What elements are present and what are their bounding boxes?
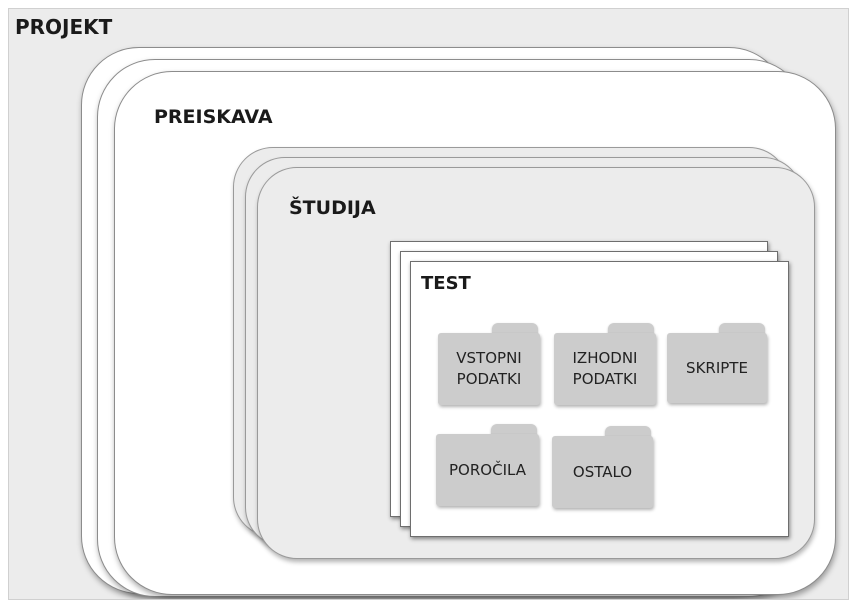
test-label: TEST — [421, 273, 471, 294]
folder-icon — [608, 323, 654, 336]
folder-reports-label: POROČILA — [449, 460, 526, 479]
folder-icon — [719, 323, 765, 336]
folder-other-label: OSTALO — [572, 462, 633, 481]
study-label: ŠTUDIJA — [289, 197, 376, 219]
folder-other: OSTALO — [552, 426, 653, 508]
diagram-canvas: PROJEKT PREISKAVA ŠTUDIJA TEST VSTOPNI P… — [8, 8, 849, 600]
investigation-label: PREISKAVA — [154, 106, 273, 128]
folder-input-data: VSTOPNI PODATKI — [438, 323, 540, 405]
folder-input-data-label: VSTOPNI PODATKI — [456, 349, 522, 388]
folder-icon — [492, 323, 538, 336]
folder-output-data-label: IZHODNI PODATKI — [572, 349, 638, 388]
project-label: PROJEKT — [15, 15, 113, 39]
folder-output-data: IZHODNI PODATKI — [554, 323, 656, 405]
folder-reports: POROČILA — [436, 424, 539, 506]
folder-icon — [605, 426, 651, 439]
folder-scripts: SKRIPTE — [667, 323, 767, 403]
folder-scripts-label: SKRIPTE — [686, 358, 748, 377]
folder-icon — [491, 424, 537, 437]
